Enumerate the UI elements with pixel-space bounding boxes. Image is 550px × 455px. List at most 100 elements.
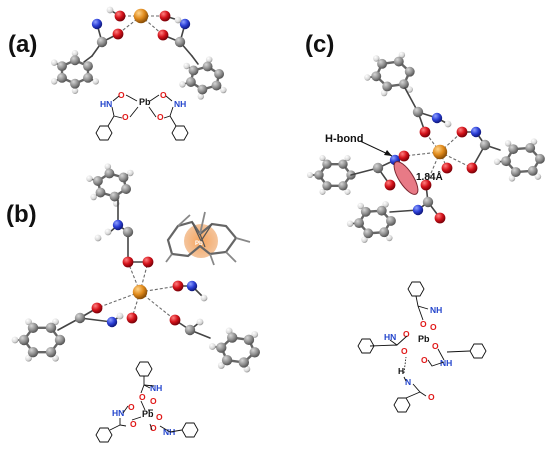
nitrogen-atom bbox=[186, 280, 198, 292]
formula-c-o1: O bbox=[420, 319, 427, 329]
carbon-atom bbox=[185, 77, 196, 87]
formula-c-hbond-dash bbox=[403, 356, 407, 374]
hbond-label: H-bond bbox=[325, 133, 363, 145]
hydrogen-atom bbox=[179, 81, 186, 88]
panel-c-3d-model bbox=[306, 51, 545, 243]
carbon-atom bbox=[92, 176, 103, 186]
formula-b-o4: O bbox=[130, 419, 137, 429]
inset-ligand-stubs bbox=[165, 211, 251, 266]
carbon-atom bbox=[398, 79, 409, 90]
nitrogen-atom bbox=[106, 316, 118, 328]
carbon-atom bbox=[27, 346, 39, 358]
oxygen-atom bbox=[384, 179, 396, 191]
carbon-atom bbox=[527, 165, 538, 176]
hydrogen-atom bbox=[50, 59, 58, 66]
carbon-atom bbox=[393, 56, 404, 67]
hydrogen-atom bbox=[251, 331, 259, 338]
oxygen-atom bbox=[157, 29, 169, 41]
hydrogen-atom bbox=[344, 155, 351, 162]
carbon-atom bbox=[118, 172, 129, 183]
panel-c-hbond-annotation: H-bond 1.84Å bbox=[325, 133, 443, 195]
carbon-atom bbox=[510, 167, 521, 177]
carbon-atom bbox=[174, 36, 186, 48]
hydrogen-atom bbox=[508, 175, 516, 182]
hydrogen-atom bbox=[196, 318, 204, 326]
formula-a-o2: O bbox=[160, 90, 167, 100]
hydrogen-atom bbox=[50, 78, 58, 85]
formula-a-o3: O bbox=[122, 112, 129, 122]
formula-c-ring-left bbox=[357, 338, 375, 354]
formula-b-ring-top bbox=[135, 361, 153, 377]
hydrogen-atom bbox=[205, 56, 213, 63]
carbon-atom bbox=[70, 55, 80, 66]
hydrogen-atom bbox=[380, 89, 388, 97]
lead-atom bbox=[132, 284, 148, 300]
oxygen-atom bbox=[91, 302, 103, 314]
bond bbox=[191, 55, 199, 65]
inset-pb-bonds bbox=[191, 221, 213, 248]
carbon-atom bbox=[322, 159, 332, 169]
hydrogen-atom bbox=[382, 201, 389, 208]
oxygen-atom bbox=[420, 179, 432, 191]
hydrogen-atom bbox=[71, 87, 79, 94]
bond bbox=[83, 55, 93, 63]
nitrogen-atom bbox=[412, 204, 424, 216]
panel-a-3d-model bbox=[50, 6, 227, 100]
carbon-atom bbox=[404, 66, 415, 77]
formula-b-pb: Pb bbox=[142, 409, 154, 419]
carbon-atom bbox=[226, 332, 238, 343]
formula-b-o1: O bbox=[139, 392, 146, 402]
hydrogen-atom bbox=[208, 343, 216, 350]
carbon-atom bbox=[338, 159, 348, 169]
oxygen-atom bbox=[172, 280, 184, 292]
panel-c-structural-formula: Pb NH HN NH H N O O O O O O O bbox=[357, 281, 487, 413]
carbon-atom bbox=[382, 81, 393, 92]
carbon-atom bbox=[109, 191, 120, 202]
lead-atom bbox=[133, 8, 149, 24]
hydrogen-atom bbox=[200, 294, 208, 302]
carbon-atom bbox=[525, 143, 536, 153]
hydrogen-atom bbox=[357, 202, 364, 210]
carbon-atom bbox=[57, 61, 67, 72]
carbon-atom bbox=[54, 334, 66, 346]
hydrogen-atom bbox=[306, 171, 314, 179]
hydrogen-atom bbox=[71, 50, 79, 57]
hydrogen-atom bbox=[116, 312, 124, 320]
carbon-atom bbox=[184, 324, 196, 336]
carbon-atom bbox=[216, 342, 227, 353]
carbon-atom bbox=[57, 72, 67, 83]
hydrogen-atom bbox=[197, 93, 205, 100]
carbon-atom bbox=[412, 106, 424, 118]
carbon-atom bbox=[18, 334, 30, 346]
carbon-atom bbox=[508, 144, 519, 155]
hydrogen-atom bbox=[217, 362, 225, 369]
hydrogen-atom bbox=[319, 155, 326, 162]
carbon-atom bbox=[122, 226, 134, 238]
carbon-atom bbox=[249, 347, 260, 358]
carbon-atom bbox=[202, 61, 213, 72]
carbon-atom bbox=[379, 227, 390, 238]
formula-b-o5: O bbox=[156, 412, 163, 422]
coordination-bond bbox=[96, 291, 141, 309]
hydrogen-atom bbox=[530, 138, 538, 145]
formula-a-hn: HN bbox=[100, 99, 112, 109]
oxygen-atom bbox=[456, 126, 468, 138]
carbon-atom bbox=[74, 312, 86, 324]
hydrogen-atom bbox=[504, 140, 512, 147]
formula-c-ring-top bbox=[407, 281, 425, 297]
nitrogen-atom bbox=[470, 126, 482, 138]
formula-c-o7: O bbox=[428, 392, 435, 402]
formula-c-o3: O bbox=[403, 329, 410, 339]
carbon-atom bbox=[385, 215, 396, 226]
panel-b-3d-model bbox=[11, 163, 260, 373]
hydrogen-atom bbox=[11, 336, 19, 344]
carbon-atom bbox=[104, 168, 115, 179]
formula-c-pb: Pb bbox=[418, 334, 430, 344]
hydrogen-atom bbox=[183, 62, 190, 70]
hydrogen-atom bbox=[319, 188, 326, 195]
oxygen-atom bbox=[434, 212, 446, 224]
hydrogen-atom bbox=[86, 175, 93, 182]
nitrogen-atom bbox=[91, 18, 103, 30]
panel-a-structural-formula: Pb HN NH O O O O bbox=[95, 90, 189, 141]
